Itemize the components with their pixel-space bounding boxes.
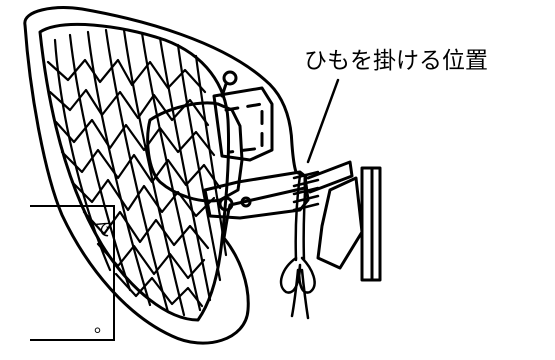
knob-stem [220,82,228,98]
fan-body-outline [23,6,307,345]
arm-clamp [316,176,364,270]
motor-panel [212,86,274,162]
string-bow [279,256,316,294]
note-fragment-bottom: 。 [94,316,112,337]
string-position-label: ひもを掛ける位置 [304,48,488,74]
motor-panel-detail [224,102,264,154]
string-tails [290,268,310,320]
guard-rings [46,58,222,308]
note-fragment-top: で [94,220,112,241]
arm-bolt-1 [218,196,234,212]
note-box [30,205,115,341]
string-wraps [292,170,320,212]
mount-arm [203,170,310,220]
callout-leader [306,78,340,164]
knob [222,70,238,86]
arm-bolt-2 [240,196,252,208]
arm-extension [306,160,354,194]
